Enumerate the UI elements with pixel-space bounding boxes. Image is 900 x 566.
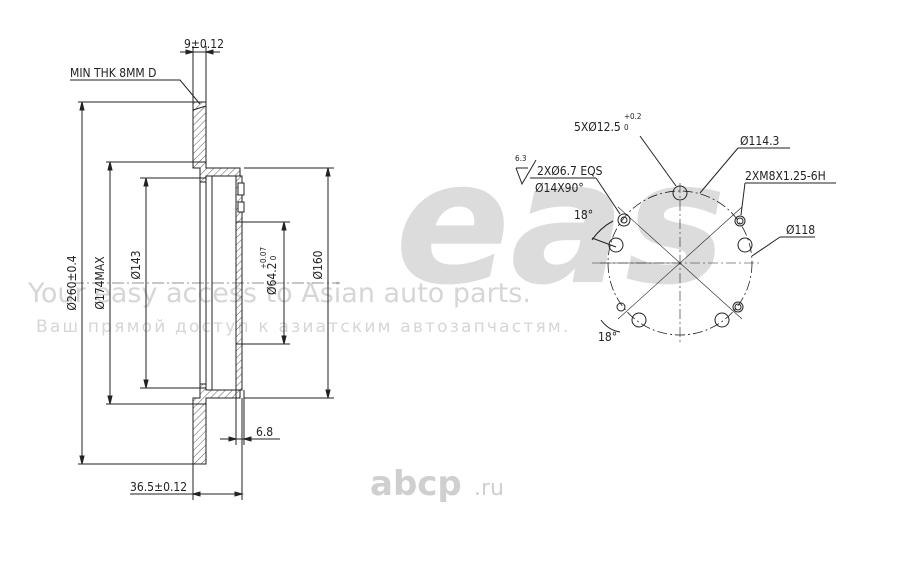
bolt-holes-tol-upper: +0.2	[624, 112, 641, 121]
roughness-label: 6.3	[515, 154, 526, 163]
abcp-logo: abcp .ru	[370, 464, 504, 504]
countersunk-hole	[616, 302, 626, 312]
hub-diameter-label: Ø160	[311, 250, 325, 279]
thread-circle-label: Ø118	[786, 223, 815, 237]
min-thickness-label: MIN THK 8MM D	[70, 66, 156, 80]
abcp-brand: abcp	[370, 464, 462, 504]
countersink-label: Ø14X90°	[535, 181, 584, 195]
center-bore-tol-lower: 0	[269, 255, 278, 260]
friction-inner-label: Ø174MAX	[93, 256, 107, 310]
front-view	[515, 135, 836, 343]
hat-wall-top	[192, 161, 241, 183]
side-view-labels: 9±0.12 MIN THK 8MM D Ø260±0.4 Ø174MAX Ø1…	[65, 37, 325, 494]
hat-wall-bottom	[192, 383, 241, 405]
side-view	[70, 46, 340, 500]
watermark: eas Your easy access to Asian auto parts…	[27, 125, 726, 504]
hat-face	[235, 175, 243, 391]
countersunk-holes-label: 2XØ6.7 EQS	[537, 164, 603, 178]
bolt-holes-tol-lower: 0	[624, 123, 629, 132]
bolt-hole	[631, 312, 647, 328]
bolt-hole	[608, 237, 624, 253]
center-bore-label: Ø64.2	[265, 262, 279, 295]
hat-offset-label: 6.8	[256, 425, 273, 439]
friction-ring-bottom	[192, 403, 207, 465]
bolt-hole	[672, 185, 688, 201]
thread-holes-label: 2XM8X1.25-6H	[745, 169, 826, 183]
outer-diameter-label: Ø260±0.4	[65, 255, 79, 310]
overall-height-label: 36.5±0.12	[130, 480, 187, 494]
bolt-hole	[714, 312, 730, 328]
countersunk-hole	[617, 213, 631, 227]
thread-hole	[732, 301, 744, 313]
friction-ring-top	[192, 101, 207, 163]
eas-logo: eas	[395, 125, 726, 323]
abcp-suffix: .ru	[474, 476, 504, 501]
watermark-line-ru: Ваш прямой доступ к азиатским автозапчас…	[36, 317, 571, 337]
bolt-holes-label: 5XØ12.5	[574, 120, 621, 134]
thread-hole	[734, 215, 746, 227]
bolt-circle-label: Ø114.3	[740, 134, 779, 148]
angle-top-label: 18°	[574, 208, 593, 222]
angle-bottom-label: 18°	[598, 330, 617, 344]
thickness-label: 9±0.12	[184, 37, 224, 51]
hat-diameter-label: Ø143	[129, 250, 143, 279]
bolt-hole	[737, 237, 753, 253]
center-bore-tol-upper: +0.07	[259, 247, 268, 269]
front-view-labels: 5XØ12.5 +0.2 0 Ø114.3 6.3 2XØ6.7 EQS Ø14…	[515, 112, 826, 344]
